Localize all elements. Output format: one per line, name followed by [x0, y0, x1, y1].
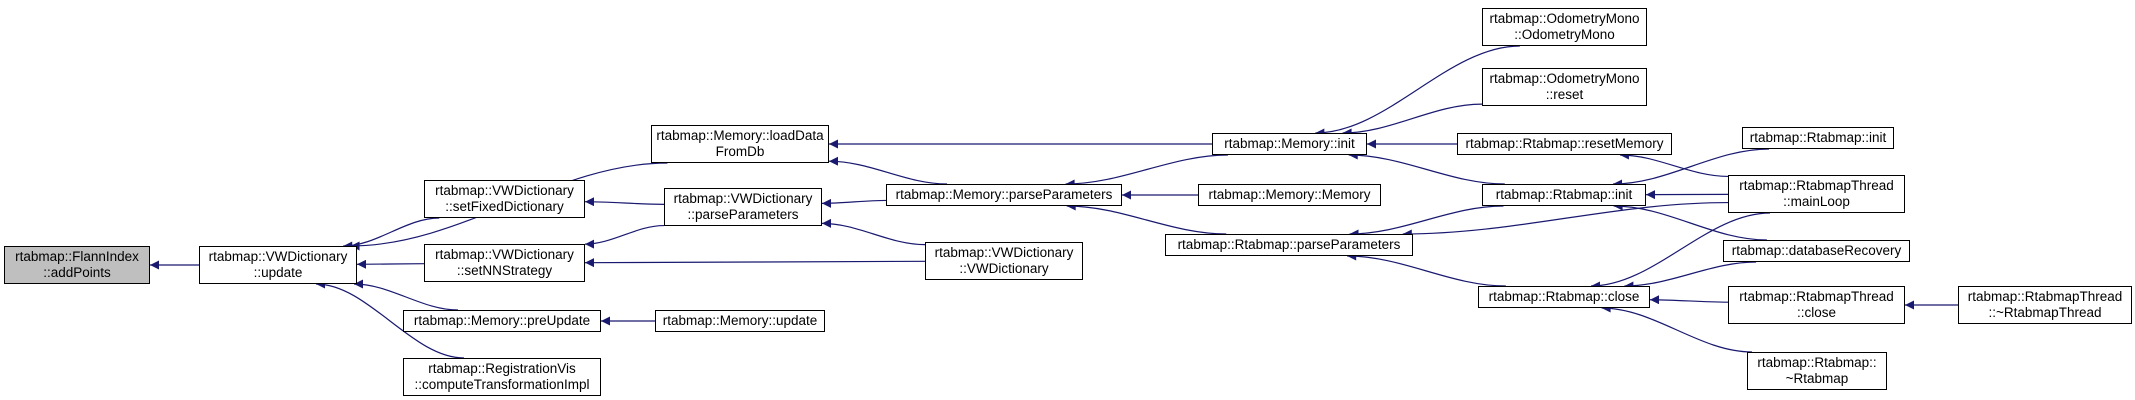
- edge-thread-close-to-rtab-close: [1649, 295, 1729, 305]
- node-label-line: rtabmap::Memory::update: [662, 313, 818, 328]
- node-label-line: rtabmap::RtabmapThread: [1739, 178, 1894, 193]
- node-rtab-close[interactable]: rtabmap::Rtabmap::close: [1478, 286, 1650, 308]
- node-odo-reset[interactable]: rtabmap::OdometryMono::reset: [1482, 68, 1647, 106]
- node-label-line: ::OdometryMono: [1514, 27, 1615, 42]
- node-label-line: ::~RtabmapThread: [1988, 305, 2102, 320]
- node-thread-dtor[interactable]: rtabmap::RtabmapThread::~RtabmapThread: [1958, 286, 2132, 324]
- node-label-line: ::addPoints: [43, 265, 111, 280]
- node-mem-parseparams[interactable]: rtabmap::Memory::parseParameters: [886, 184, 1122, 206]
- node-label-line: rtabmap::Rtabmap::parseParameters: [1177, 237, 1401, 252]
- node-vwd-setfixed[interactable]: rtabmap::VWDictionary::setFixedDictionar…: [424, 180, 585, 218]
- node-regvis-compute[interactable]: rtabmap::RegistrationVis::computeTransfo…: [403, 358, 601, 396]
- edge-thread-mainloop-to-rtab-resetmem: [1619, 150, 1729, 178]
- node-label-line: rtabmap::Memory::loadData: [656, 128, 824, 143]
- node-label-line: rtabmap::Memory::preUpdate: [413, 313, 591, 328]
- node-odo-ctor[interactable]: rtabmap::OdometryMono::OdometryMono: [1482, 8, 1647, 46]
- node-label-line: rtabmap::Rtabmap::resetMemory: [1465, 136, 1664, 151]
- node-label-line: ~Rtabmap: [1785, 371, 1849, 386]
- node-label-line: rtabmap::Rtabmap::: [1757, 355, 1877, 370]
- node-label-line: ::mainLoop: [1783, 194, 1850, 209]
- edge-mem-parseparams-to-mem-loaddata: [828, 156, 948, 185]
- node-label-line: ::setNNStrategy: [456, 263, 553, 278]
- edge-vwd-ctor-to-vwd-parseparams: [821, 218, 926, 246]
- edge-rtab-dbrecovery-to-rtab-close: [1624, 261, 1757, 291]
- node-label-line: rtabmap::Memory::Memory: [1208, 187, 1371, 202]
- node-mem-ctor[interactable]: rtabmap::Memory::Memory: [1198, 184, 1381, 206]
- node-rtab-resetmem[interactable]: rtabmap::Rtabmap::resetMemory: [1457, 133, 1672, 155]
- node-label-line: rtabmap::OdometryMono: [1489, 71, 1640, 86]
- edge-rtab-init-to-mem-init: [1348, 150, 1505, 185]
- edge-rtab-init-to-rtab-parseparams: [1349, 205, 1504, 239]
- edge-odo-reset-to-mem-init: [1342, 103, 1483, 138]
- node-rtab-dbrecovery[interactable]: rtabmap::databaseRecovery: [1723, 240, 1910, 262]
- node-label-line: rtabmap::VWDictionary: [435, 247, 574, 262]
- edge-rtab-close-to-rtab-parseparams: [1347, 251, 1506, 287]
- node-label-line: rtabmap::databaseRecovery: [1731, 243, 1902, 258]
- node-label-line: ::close: [1796, 305, 1837, 320]
- node-label-line: rtabmap::Rtabmap::init: [1495, 187, 1633, 202]
- node-vwd-ctor[interactable]: rtabmap::VWDictionary::VWDictionary: [925, 242, 1083, 280]
- node-flann-addpoints[interactable]: rtabmap::FlannIndex::addPoints: [4, 246, 150, 284]
- node-rtab-dtor[interactable]: rtabmap::Rtabmap::~Rtabmap: [1747, 352, 1887, 390]
- node-label-line: ::VWDictionary: [959, 261, 1049, 276]
- node-label-line: rtabmap::VWDictionary: [435, 183, 574, 198]
- edge-rtab-parseparams-to-mem-parseparams: [1066, 201, 1227, 235]
- node-label-line: ::setFixedDictionary: [445, 199, 564, 214]
- node-vwd-setnn[interactable]: rtabmap::VWDictionary::setNNStrategy: [424, 244, 585, 282]
- node-mem-init[interactable]: rtabmap::Memory::init: [1212, 133, 1367, 155]
- node-label-line: rtabmap::VWDictionary: [673, 191, 813, 206]
- node-label-line: rtabmap::Rtabmap::close: [1488, 289, 1640, 304]
- node-label-line: ::reset: [1545, 87, 1584, 102]
- node-label-line: rtabmap::FlannIndex: [15, 249, 139, 264]
- edge-vwd-setfixed-to-vwd-update: [343, 217, 440, 251]
- node-label-line: rtabmap::VWDictionary: [208, 249, 348, 264]
- node-label-line: rtabmap::Rtabmap::init: [1749, 130, 1887, 145]
- node-vwd-update[interactable]: rtabmap::VWDictionary::update: [199, 246, 357, 284]
- edge-rtab-init2-to-rtab-init: [1613, 148, 1769, 189]
- node-label-line: rtabmap::Memory::parseParameters: [895, 187, 1113, 202]
- edge-vwd-setnn-to-vwd-update: [356, 259, 425, 269]
- edge-vwd-ctor-to-vwd-setnn: [584, 258, 926, 268]
- edge-rtab-dtor-to-rtab-close: [1601, 303, 1753, 353]
- node-vwd-parseparams[interactable]: rtabmap::VWDictionary::parseParameters: [664, 188, 822, 226]
- node-label-line: ::computeTransformationImpl: [414, 377, 590, 392]
- node-label-line: rtabmap::Memory::init: [1224, 136, 1355, 151]
- node-label-line: rtabmap::RtabmapThread: [1967, 289, 2123, 304]
- node-mem-update[interactable]: rtabmap::Memory::update: [655, 310, 825, 332]
- node-mem-preupdate[interactable]: rtabmap::Memory::preUpdate: [403, 310, 601, 332]
- node-label-line: ::update: [253, 265, 303, 280]
- node-label-line: rtabmap::RtabmapThread: [1739, 289, 1894, 304]
- edge-rtab-dbrecovery-to-rtab-init: [1613, 201, 1767, 241]
- edge-thread-mainloop-to-rtab-parseparams: [1402, 201, 1729, 239]
- edge-odo-ctor-to-mem-init: [1315, 45, 1520, 138]
- node-thread-mainloop[interactable]: rtabmap::RtabmapThread::mainLoop: [1728, 175, 1905, 213]
- edge-regvis-compute-to-vwd-update: [315, 279, 465, 359]
- node-label-line: FromDb: [715, 144, 765, 159]
- node-rtab-init[interactable]: rtabmap::Rtabmap::init: [1482, 184, 1646, 206]
- node-label-line: rtabmap::VWDictionary: [934, 245, 1074, 260]
- node-label-line: ::parseParameters: [687, 207, 799, 222]
- edge-thread-mainloop-to-rtab-close: [1590, 212, 1770, 291]
- edge-vwd-parseparams-to-vwd-setfixed: [584, 197, 665, 207]
- edge-mem-init-to-mem-parseparams: [1065, 154, 1228, 189]
- node-rtab-parseparams[interactable]: rtabmap::Rtabmap::parseParameters: [1165, 234, 1413, 256]
- edge-mem-parseparams-to-vwd-parseparams: [821, 198, 887, 208]
- node-label-line: rtabmap::OdometryMono: [1489, 11, 1640, 26]
- edge-vwd-parseparams-to-vwd-setnn: [584, 224, 665, 249]
- node-thread-close[interactable]: rtabmap::RtabmapThread::close: [1728, 286, 1905, 324]
- edge-mem-preupdate-to-vwd-update: [353, 279, 459, 311]
- node-rtab-init2[interactable]: rtabmap::Rtabmap::init: [1742, 127, 1894, 149]
- node-label-line: rtabmap::RegistrationVis: [428, 361, 576, 376]
